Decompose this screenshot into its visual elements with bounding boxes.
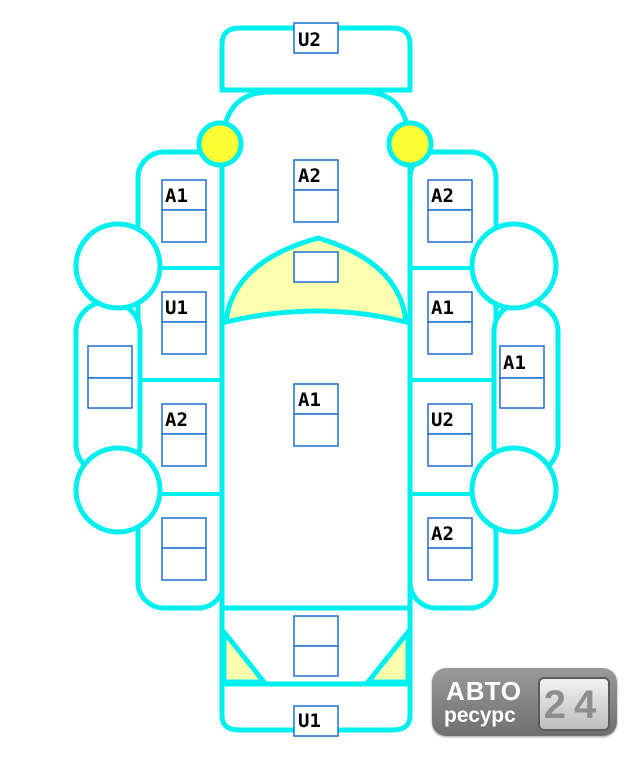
logo-text-bottom: ресурс [444, 704, 516, 727]
wheel-rear-left [73, 445, 163, 535]
headlamp-right [386, 120, 434, 168]
label-right-door-rear: U2 [431, 409, 454, 431]
label-left-door-mid: U1 [165, 297, 188, 319]
logo-digit-box: 24 [538, 677, 610, 731]
label-roof-center: A1 [298, 389, 321, 411]
label-left-door-front: A1 [165, 185, 188, 207]
logo-digits: 24 [543, 683, 605, 727]
measure-boxes [87, 22, 545, 737]
hood-panel [219, 25, 413, 93]
avtoresurs-logo: АВТО ресурс 24 [432, 668, 617, 736]
wheel-front-left [73, 221, 163, 311]
label-right-door-mid: A1 [431, 297, 454, 319]
label-trunk: U1 [298, 710, 321, 732]
wheel-front-right [469, 221, 559, 311]
label-roof-front: A2 [298, 165, 321, 187]
wheel-rear-right [469, 445, 559, 535]
label-right-door-front: A2 [431, 185, 454, 207]
label-right-outer-side: A1 [503, 352, 526, 374]
logo-text-top: АВТО [446, 676, 523, 706]
label-hood: U2 [298, 29, 321, 51]
label-left-door-rear: A2 [165, 409, 188, 431]
headlamp-left [196, 120, 244, 168]
label-right-door-back: A2 [431, 523, 454, 545]
